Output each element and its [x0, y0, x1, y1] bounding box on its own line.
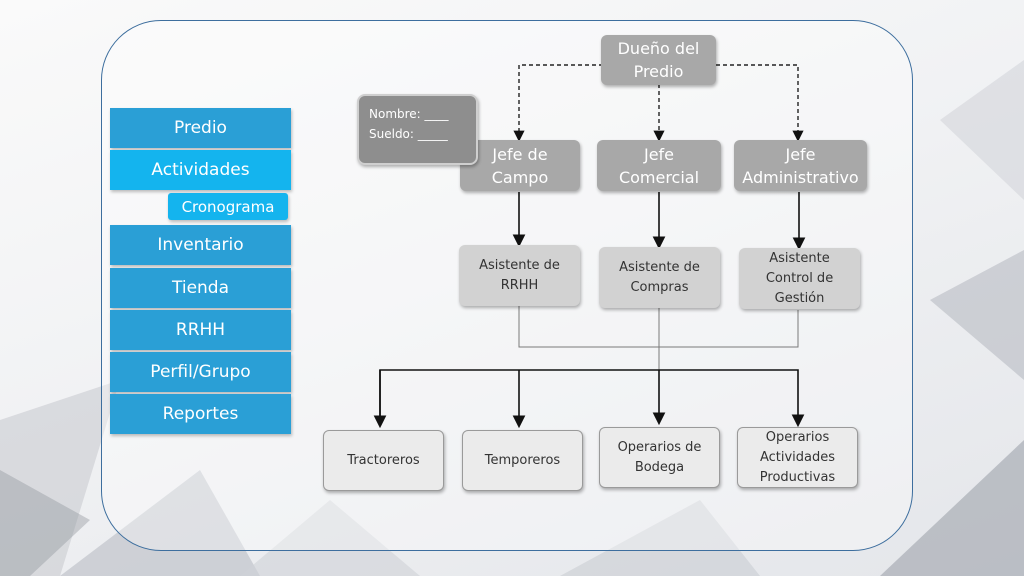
node-temporeros: Temporeros — [462, 430, 583, 491]
node-operarios-actividades-line2: Actividades — [759, 449, 836, 465]
node-asistente-control-line2: Control de — [765, 270, 834, 286]
nav-item-predio[interactable]: Predio — [110, 108, 291, 148]
node-operarios-bodega-line2: Bodega — [634, 459, 685, 475]
node-asistente-rrhh: Asistente de RRHH — [459, 245, 580, 306]
node-asistente-compras: Asistente de Compras — [599, 247, 720, 308]
node-asistente-rrhh-line1: Asistente de — [479, 257, 560, 273]
nav-item-actividades[interactable]: Actividades — [110, 150, 291, 190]
nav-item-reportes[interactable]: Reportes — [110, 394, 291, 434]
nav-item-perfil-grupo[interactable]: Perfil/Grupo — [110, 352, 291, 392]
node-jefe-comercial-line1: Jefe — [643, 144, 675, 164]
node-operarios-bodega: Operarios de Bodega — [599, 427, 720, 488]
node-owner-line1: Dueño del — [617, 39, 700, 58]
node-jefe-campo-line2: Campo — [491, 167, 549, 187]
node-asistente-control-line1: Asistente — [769, 250, 830, 266]
nav-item-tienda[interactable]: Tienda — [110, 268, 291, 308]
node-jefe-campo: Jefe de Campo — [460, 140, 580, 191]
node-asistente-compras-line1: Asistente de — [619, 259, 700, 275]
employee-info-callout: Nombre: ____ Sueldo: _____ — [357, 94, 478, 165]
node-operarios-actividades-line1: Operarios — [765, 429, 830, 445]
nav-item-rrhh[interactable]: RRHH — [110, 310, 291, 350]
node-tractoreros: Tractoreros — [323, 430, 444, 491]
node-asistente-control-line3: Gestión — [774, 290, 825, 306]
nav-subitem-cronograma[interactable]: Cronograma — [168, 193, 288, 220]
callout-sueldo: Sueldo: _____ — [369, 127, 448, 141]
nav-item-inventario[interactable]: Inventario — [110, 225, 291, 265]
node-jefe-administrativo-line2: Administrativo — [742, 167, 859, 187]
callout-nombre: Nombre: ____ — [369, 107, 449, 121]
node-jefe-campo-line1: Jefe de — [492, 144, 548, 164]
node-tractoreros-label: Tractoreros — [347, 452, 420, 468]
node-jefe-comercial-line2: Comercial — [618, 167, 700, 187]
node-jefe-administrativo-line1: Jefe — [785, 144, 816, 164]
node-operarios-bodega-line1: Operarios de — [617, 439, 702, 455]
node-asistente-compras-line2: Compras — [630, 279, 689, 295]
node-asistente-rrhh-line2: RRHH — [500, 277, 539, 293]
node-owner-line2: Predio — [633, 62, 684, 81]
node-operarios-actividades-line3: Productivas — [759, 469, 836, 485]
node-temporeros-label: Temporeros — [484, 452, 561, 468]
